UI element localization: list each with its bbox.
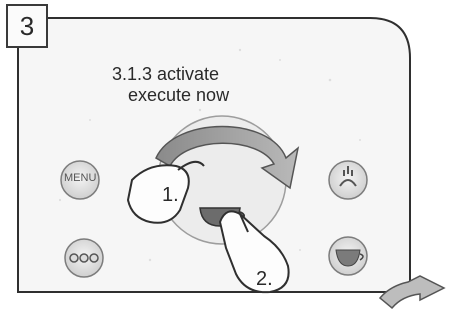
steam-button[interactable] [329,161,367,199]
step-number-badge: 3 [6,4,48,48]
cup-button[interactable] [329,237,367,275]
step-number: 3 [20,11,34,42]
step2-label: 2. [256,268,273,291]
step1-label: 1. [162,184,179,207]
instruction-caption: 3.1.3 activate execute now [112,64,312,106]
menu-label: MENU [64,172,96,184]
dots-button[interactable] [65,239,103,277]
instruction-line-2: execute now [112,85,312,106]
instruction-line-1: 3.1.3 activate [112,64,312,85]
three-dots-icon [70,254,98,262]
